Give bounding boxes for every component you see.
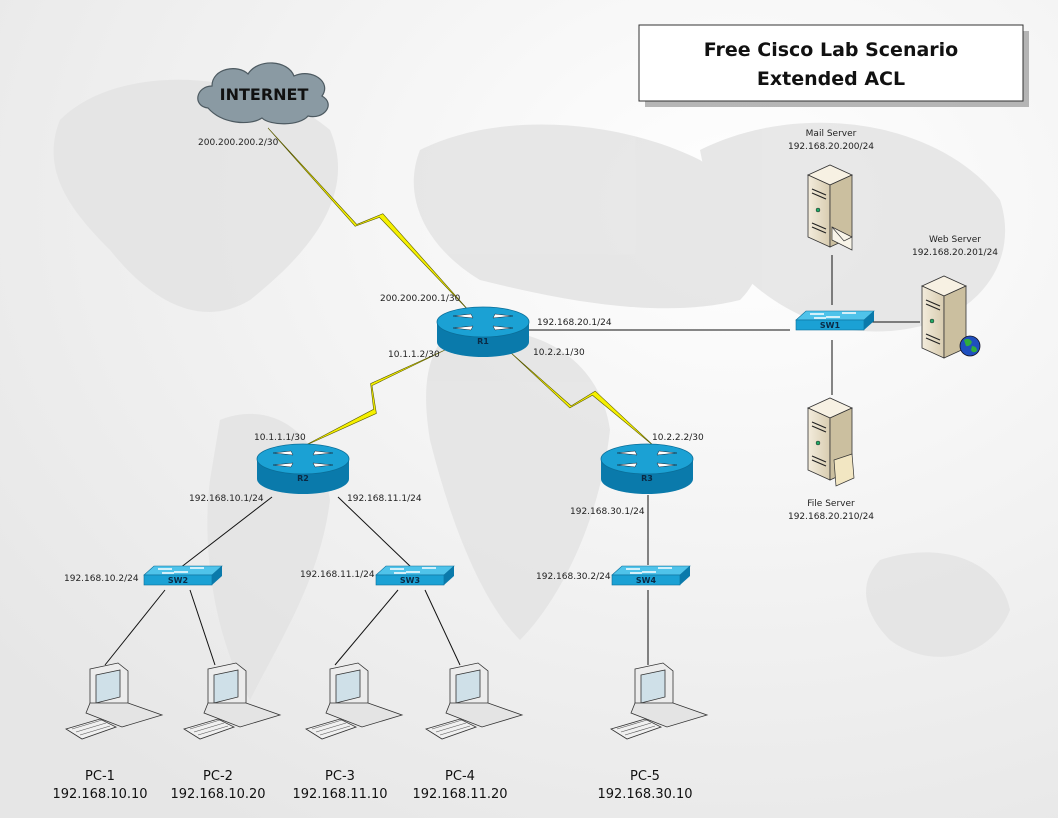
- sw3-ip-label: 192.168.11.1/24: [300, 570, 375, 580]
- switch-arrows-icon: [810, 312, 856, 319]
- pc-name: PC-4: [445, 769, 475, 784]
- pc-1[interactable]: PC-1 192.168.10.10: [52, 662, 164, 802]
- r1-ip-label: 10.2.2.1/30: [533, 348, 585, 358]
- pc-4[interactable]: PC-4 192.168.11.20: [412, 662, 524, 802]
- switch-sw2[interactable]: SW2: [143, 565, 223, 586]
- server-ip-label: 192.168.20.210/24: [788, 512, 874, 522]
- monitor-screen: [213, 669, 239, 704]
- switch-sw3[interactable]: SW3: [375, 565, 455, 586]
- router-arrows-icon: [452, 313, 514, 331]
- pc-3[interactable]: PC-3 192.168.11.10: [292, 662, 404, 802]
- pc-ip: 192.168.11.10: [292, 787, 387, 802]
- switch-arrows-icon: [626, 567, 672, 574]
- router-r1[interactable]: R1: [436, 306, 530, 357]
- server-ip-label: 192.168.20.201/24: [912, 248, 998, 258]
- folder-icon: [833, 453, 855, 487]
- pc-ip: 192.168.11.20: [412, 787, 507, 802]
- r2-ip-label: 10.1.1.1/30: [254, 433, 306, 443]
- sw2-ip-label: 192.168.10.2/24: [64, 574, 139, 584]
- r3-ip-label: 192.168.30.1/24: [570, 507, 645, 517]
- internet-cloud: INTERNET: [197, 62, 329, 125]
- monitor-screen: [335, 669, 361, 704]
- envelope-icon: [831, 226, 853, 251]
- pc-name: PC-5: [630, 769, 660, 784]
- ethernet-link: [179, 496, 273, 569]
- server-name-label: File Server: [807, 499, 855, 509]
- pc-5[interactable]: PC-5 192.168.30.10: [597, 662, 709, 802]
- switch-arrows-icon: [158, 567, 204, 574]
- pc-ip: 192.168.30.10: [597, 787, 692, 802]
- mail-server[interactable]: [807, 164, 853, 251]
- title-box: Free Cisco Lab Scenario Extended ACL: [638, 24, 1029, 107]
- switch-name: SW2: [168, 576, 188, 585]
- switch-sw1[interactable]: SW1: [795, 310, 875, 331]
- sw4-ip-label: 192.168.30.2/24: [536, 572, 611, 582]
- router-name: R2: [297, 474, 309, 483]
- r2-ip-label: 192.168.10.1/24: [189, 494, 264, 504]
- server-name-label: Mail Server: [806, 129, 857, 139]
- ethernet-link: [334, 589, 399, 666]
- r3-ip-label: 10.2.2.2/30: [652, 433, 704, 443]
- pc-name: PC-2: [203, 769, 233, 784]
- switch-name: SW3: [400, 576, 420, 585]
- router-name: R1: [477, 337, 489, 346]
- title-line-2: Extended ACL: [757, 68, 905, 90]
- switch-arrows-icon: [390, 567, 436, 574]
- router-name: R3: [641, 474, 653, 483]
- file-server[interactable]: [807, 397, 855, 487]
- internet-ip-label: 200.200.200.2/30: [198, 138, 279, 148]
- ethernet-link: [104, 589, 166, 666]
- globe-icon: [959, 335, 981, 357]
- pc-name: PC-3: [325, 769, 355, 784]
- pc-name: PC-1: [85, 769, 115, 784]
- switch-sw4[interactable]: SW4: [611, 565, 691, 586]
- monitor-screen: [95, 669, 121, 704]
- server-ip-label: 192.168.20.200/24: [788, 142, 874, 152]
- pc-2[interactable]: PC-2 192.168.10.20: [170, 662, 282, 802]
- ethernet-link: [337, 496, 413, 569]
- switch-name: SW4: [636, 576, 657, 585]
- router-r2[interactable]: R2: [256, 443, 350, 494]
- r2-ip-label: 192.168.11.1/24: [347, 494, 422, 504]
- pc-ip: 192.168.10.20: [170, 787, 265, 802]
- pc-ip: 192.168.10.10: [52, 787, 147, 802]
- monitor-screen: [455, 669, 481, 704]
- r1-ip-label: 200.200.200.1/30: [380, 294, 461, 304]
- ethernet-link: [424, 589, 461, 666]
- router-r3[interactable]: R3: [600, 443, 694, 494]
- internet-label: INTERNET: [220, 85, 309, 104]
- server-name-label: Web Server: [929, 235, 981, 245]
- title-line-1: Free Cisco Lab Scenario: [704, 39, 958, 61]
- monitor-screen: [640, 669, 666, 704]
- web-server[interactable]: [921, 275, 981, 359]
- ethernet-link: [189, 589, 216, 666]
- router-arrows-icon: [272, 450, 334, 468]
- switch-name: SW1: [820, 321, 841, 330]
- r1-ip-label: 192.168.20.1/24: [537, 318, 612, 328]
- router-arrows-icon: [616, 450, 678, 468]
- r1-ip-label: 10.1.1.2/30: [388, 350, 440, 360]
